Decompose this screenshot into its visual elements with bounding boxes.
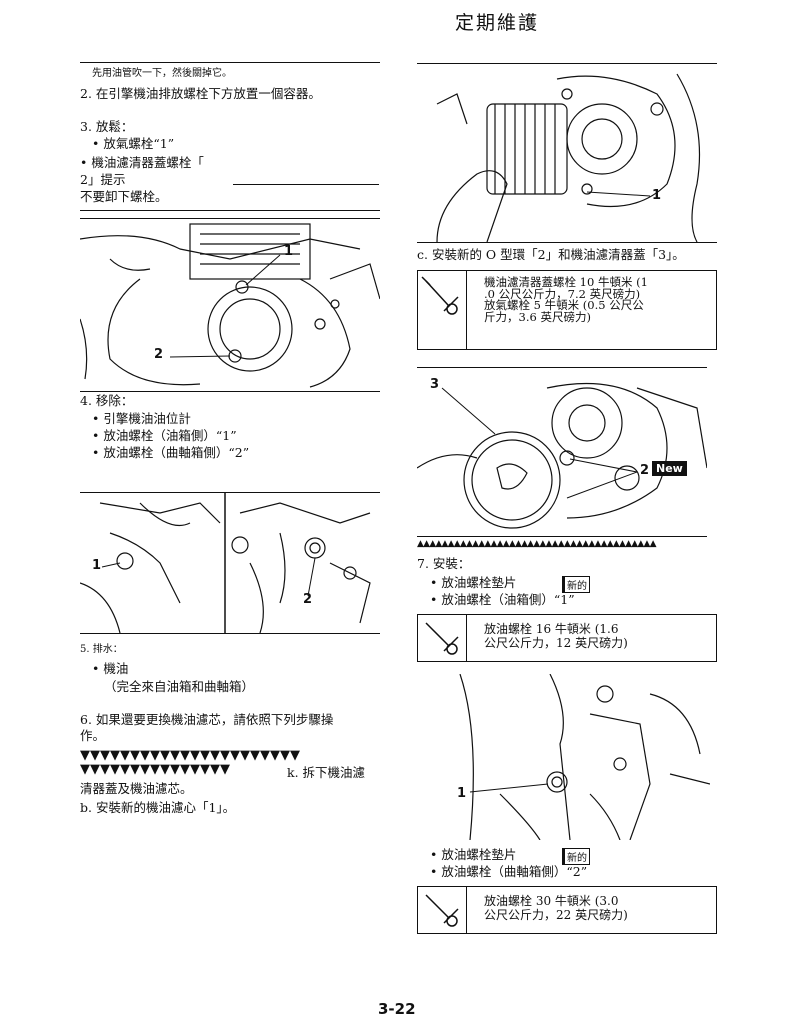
step-b: b. 安裝新的機油濾心「1」。 [80,800,236,815]
fig2-label-1: 1 [92,558,102,573]
step-3: 3. 放鬆： [80,119,134,134]
step-4-item-3: • 放油螺栓（曲軸箱側）“2” [92,445,250,460]
end-marker-row: ▲▲▲▲▲▲▲▲▲▲▲▲▲▲▲▲▲▲▲▲▲▲▲▲▲▲▲▲▲▲▲▲▲▲▲▲▲▲▲ [417,539,657,549]
fig3-label-1: 1 [652,188,662,203]
step-6-line-1: 6. 如果還要更換機油濾芯，請依照下列步驟操 [80,712,334,727]
step-5-item-1: • 機油 [92,661,129,676]
warning-rule [80,210,380,211]
top-note: 先用油管吹一下，然後關掉它。 [92,68,232,79]
fig1-label-2: 2 [154,347,164,362]
torque-wrench-icon [418,887,467,933]
step-2: 2. 在引擎機油排放螺栓下方放置一個容器。 [80,86,321,101]
top-rule [80,62,380,63]
step-c: c. 安裝新的 O 型環「2」和機油濾清器蓋「3」。 [417,247,685,262]
torque-1-line-1: 機油濾清器蓋螺栓 10 牛頓米 (1 [484,275,648,289]
start-marker-row-1: ▼▼▼▼▼▼▼▼▼▼▼▼▼▼▼▼▼▼▼▼▼▼ [80,748,300,763]
step-7b-item-2: • 放油螺栓（曲軸箱側）“2” [430,864,588,879]
fig4-label-3: 3 [430,377,440,392]
torque-3-line-2: 公尺公斤力，22 英尺磅力) [484,908,628,922]
step-7-item-2: • 放油螺栓（油箱側）“1” [430,592,575,607]
torque-1-line-2: .0 公尺公斤力，7.2 英尺磅力) [484,286,641,301]
step-3-cont: 2」提示 [80,172,126,187]
new-part-label-1: 新的 [562,576,590,593]
step-7-item-1: • 放油螺栓墊片 [430,575,517,590]
fig4-label-2: 2 [640,463,650,478]
figure-new-filter [417,63,717,243]
torque-wrench-icon [418,271,467,349]
figure-oil-filter-cover-bolts [80,218,380,392]
fig1-label-1: 1 [284,244,294,259]
step-4: 4. 移除： [80,393,134,408]
note-rule [233,184,379,185]
step-4-item-2: • 放油螺栓（油箱側）“1” [92,428,237,443]
step-7b-item-1: • 放油螺栓墊片 [430,847,517,862]
torque-2-line-1: 放油螺栓 16 牛頓米 (1.6 [484,622,619,636]
torque-spec-box-1: 機油濾清器蓋螺栓 10 牛頓米 (1 .0 公尺公斤力，7.2 英尺磅力) 放氣… [417,270,717,350]
torque-2-line-2: 公尺公斤力，12 英尺磅力) [484,636,628,650]
step-7: 7. 安裝： [417,556,471,571]
page-title: 定期維護 [455,12,540,34]
torque-1-line-3: 放氣螺栓 5 牛頓米 (0.5 公尺公 [484,298,644,312]
step-3-item-1: • 放氣螺栓“1” [92,136,175,151]
torque-spec-box-3: 放油螺栓 30 牛頓米 (3.0 公尺公斤力，22 英尺磅力) [417,886,717,934]
torque-spec-box-2: 放油螺栓 16 牛頓米 (1.6 公尺公斤力，12 英尺磅力) [417,614,717,662]
step-3-item-2: • 機油濾清器蓋螺栓「 [80,155,204,170]
start-marker-row-2: ▼▼▼▼▼▼▼▼▼▼▼▼▼▼▼ [80,762,230,777]
step-k: k. 拆下機油濾 [287,765,366,780]
figure-o-ring-cover [417,367,707,537]
step-k-cont: 清器蓋及機油濾芯。 [80,781,193,796]
torque-wrench-icon [418,615,467,661]
fig2-label-2: 2 [303,592,313,607]
step-6-line-2: 作。 [80,728,106,743]
figure-drain-bolt-tank-side [440,674,710,840]
fig5-label-1: 1 [457,786,467,801]
figure-drain-bolts [80,492,380,634]
new-part-label-2: 新的 [562,848,590,865]
step-5-item-2: （完全來自油箱和曲軸箱） [104,679,255,694]
new-badge: New [652,461,687,476]
step-5: 5. 排水： [80,644,123,655]
step-3-warning: 不要卸下螺栓。 [80,189,168,204]
page-number: 3-22 [378,1000,416,1018]
torque-1-line-4: 斤力，3.6 英尺磅力) [484,309,591,324]
torque-3-line-1: 放油螺栓 30 牛頓米 (3.0 [484,894,619,908]
step-4-item-1: • 引擎機油油位計 [92,411,191,426]
